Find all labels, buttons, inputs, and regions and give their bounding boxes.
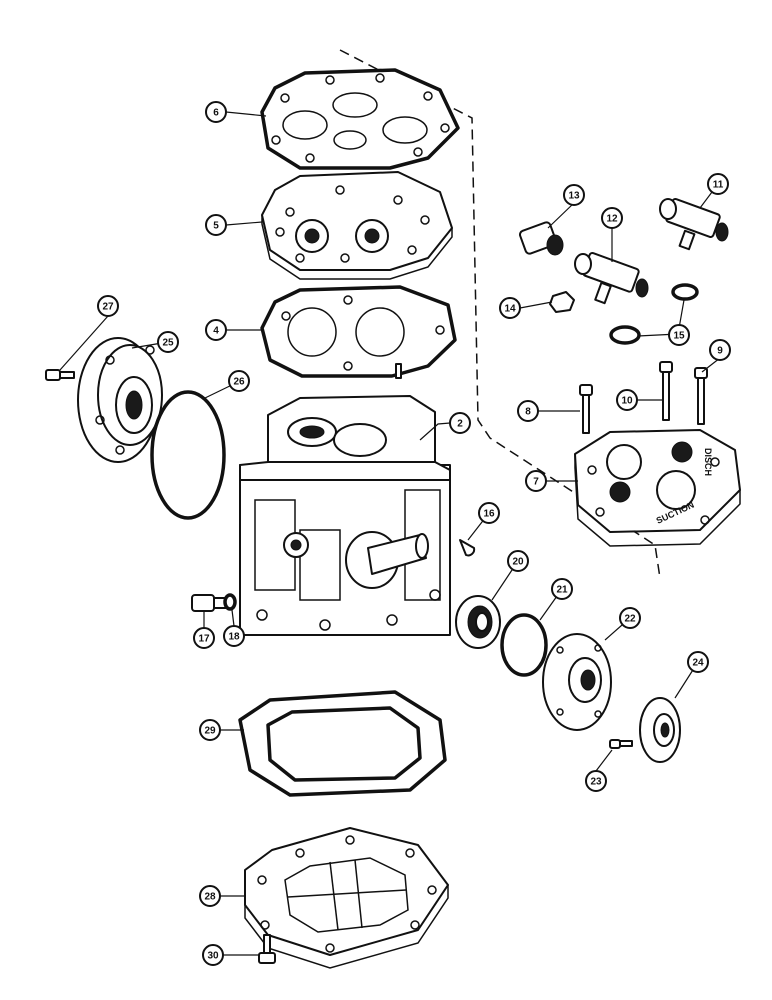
callout-12: 12 (601, 207, 623, 229)
woodruff-key (459, 539, 476, 557)
bottom-cover (244, 827, 449, 969)
washer-18 (223, 593, 237, 611)
callout-15: 15 (668, 324, 690, 346)
dowel-pin (395, 363, 402, 379)
svg-text:10: 10 (621, 396, 633, 407)
callout-27: 27 (97, 295, 119, 317)
screw-23 (609, 739, 633, 749)
svg-text:23: 23 (590, 777, 602, 788)
leader-lines (59, 111, 721, 956)
assembly-dashed-line (339, 49, 661, 579)
callout-7: 7 (525, 470, 547, 492)
callout-30: 30 (202, 944, 224, 966)
svg-text:25: 25 (162, 338, 174, 349)
cylinder-head: DISCH SUCTION (574, 429, 741, 547)
head-gasket-top (260, 68, 460, 170)
valve-plate (261, 171, 453, 280)
svg-text:22: 22 (624, 614, 636, 625)
svg-text:20: 20 (512, 557, 524, 568)
cap-14 (549, 291, 575, 313)
callout-24: 24 (687, 651, 709, 673)
svg-text:8: 8 (525, 407, 531, 418)
seal-cover (639, 697, 681, 763)
svg-text:17: 17 (198, 634, 210, 645)
svg-text:2: 2 (457, 419, 463, 430)
callout-29: 29 (199, 719, 221, 741)
callout-25: 25 (157, 331, 179, 353)
service-fitting-13 (518, 221, 564, 256)
callout-13: 13 (563, 184, 585, 206)
svg-text:29: 29 (204, 726, 216, 737)
callout-4: 4 (205, 319, 227, 341)
drain-plug (191, 594, 227, 612)
svg-text:11: 11 (713, 180, 724, 191)
callout-26: 26 (228, 370, 250, 392)
base-gasket (238, 690, 447, 797)
svg-text:7: 7 (533, 477, 539, 488)
seal-plate (542, 633, 612, 731)
shaft-seal (455, 595, 501, 649)
end-housing (77, 337, 163, 463)
callout-21: 21 (551, 578, 573, 600)
o-ring-26 (150, 390, 226, 520)
svg-text:13: 13 (568, 191, 580, 202)
callout-9: 9 (709, 339, 731, 361)
callout-2: 2 (449, 412, 471, 434)
bolt-8 (579, 384, 593, 434)
callout-16: 16 (478, 502, 500, 524)
svg-text:28: 28 (204, 892, 216, 903)
svg-text:27: 27 (102, 302, 114, 313)
svg-text:21: 21 (556, 585, 568, 596)
callout-6: 6 (205, 101, 227, 123)
svg-text:5: 5 (213, 221, 219, 232)
callout-5: 5 (205, 214, 227, 236)
callout-8: 8 (517, 400, 539, 422)
svg-text:24: 24 (692, 658, 704, 669)
bolt-30 (258, 934, 276, 964)
svg-text:4: 4 (213, 326, 219, 337)
callout-18: 18 (223, 625, 245, 647)
svg-text:14: 14 (504, 304, 516, 315)
valve-plate-gasket (260, 285, 457, 378)
callout-20: 20 (507, 550, 529, 572)
compressor-body (239, 395, 451, 636)
head-marking-discharge: DISCH (703, 448, 713, 476)
svg-text:15: 15 (673, 331, 685, 342)
svg-text:9: 9 (717, 346, 723, 357)
svg-text:30: 30 (207, 951, 219, 962)
callout-10: 10 (616, 389, 638, 411)
bolt-10 (659, 361, 673, 421)
callout-14: 14 (499, 297, 521, 319)
service-valve-11 (659, 198, 729, 251)
svg-text:6: 6 (213, 108, 219, 119)
callout-23: 23 (585, 770, 607, 792)
svg-text:12: 12 (606, 214, 618, 225)
bolt-9 (694, 367, 708, 425)
svg-text:18: 18 (228, 632, 240, 643)
service-valve-12 (574, 252, 649, 305)
callout-17: 17 (193, 627, 215, 649)
svg-text:26: 26 (233, 377, 245, 388)
callout-28: 28 (199, 885, 221, 907)
cap-screw-27 (45, 369, 75, 381)
svg-text:16: 16 (483, 509, 495, 520)
o-ring-21 (500, 613, 548, 677)
callout-11: 11 (707, 173, 729, 195)
callout-22: 22 (619, 607, 641, 629)
o-rings-15 (609, 283, 699, 345)
